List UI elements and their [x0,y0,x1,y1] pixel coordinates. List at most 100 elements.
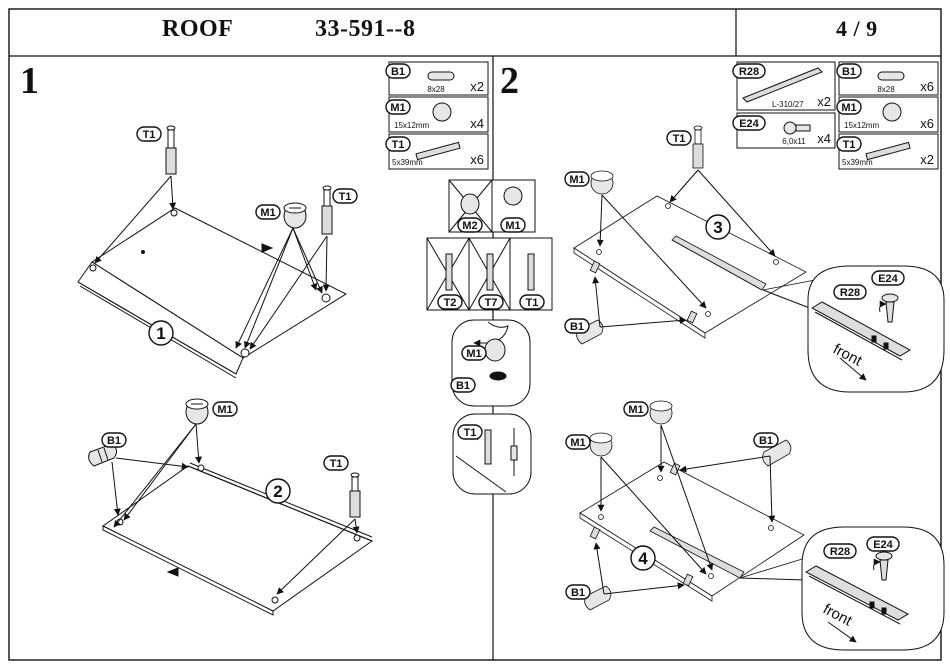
drawer-runner-icon [742,67,823,103]
part-label-t1: T1 [323,455,349,471]
cam-lock-icon [649,400,673,425]
svg-text:T1: T1 [464,427,477,439]
cam-bolt-icon [165,125,177,175]
cam-lock-icon [589,432,613,457]
svg-text:E24: E24 [873,539,893,551]
screw-icon [879,293,899,323]
part-label-b1: B1 [450,377,476,393]
product-name: ROOF [162,16,234,42]
svg-text:T1: T1 [143,129,156,141]
svg-text:R28: R28 [739,66,759,78]
svg-text:M1: M1 [390,102,405,114]
svg-text:M1: M1 [466,348,481,360]
cam-lock-icon [590,170,614,195]
part-label-m1: M1 [212,401,238,417]
svg-text:B1: B1 [107,435,121,447]
part-qty: x4 [817,131,831,146]
svg-text:M2: M2 [462,220,477,232]
cam-bolt-icon [865,141,911,161]
part-label-m2: M2 [457,217,483,233]
svg-text:R28: R28 [830,546,850,558]
svg-text:B1: B1 [456,380,470,392]
dowel-icon [877,71,905,81]
part-size: 5x39mm [842,158,873,167]
svg-text:M1: M1 [841,102,856,114]
svg-text:T7: T7 [485,297,498,309]
svg-text:T2: T2 [444,297,457,309]
svg-text:T1: T1 [673,133,686,145]
svg-text:M1: M1 [628,404,643,416]
svg-text:T1: T1 [843,139,856,151]
svg-text:1: 1 [156,324,165,343]
svg-text:B1: B1 [571,587,585,599]
part-size: 5x39mm [392,158,423,167]
part-label-e24: E24 [871,270,905,286]
svg-text:2: 2 [273,482,282,501]
cam-lock-icon [432,102,452,122]
assembly-callout-1: 1 [148,320,174,346]
part-label-r28: R28 [732,63,766,79]
svg-text:3: 3 [713,218,722,237]
svg-text:E24: E24 [878,273,898,285]
step-1-number: 1 [20,60,39,102]
svg-text:B1: B1 [570,321,584,333]
cam-lock-icon [882,102,902,122]
svg-text:M1: M1 [570,437,585,449]
part-label-m1: M1 [255,204,281,220]
cam-bolt-icon [692,125,704,169]
svg-text:B1: B1 [391,66,405,78]
svg-text:M1: M1 [569,174,584,186]
dowel-icon [584,585,612,611]
part-label-t2: T2 [437,294,463,310]
cam-lock-icon [283,202,307,229]
panel-2-diagram [88,398,374,616]
part-label-t7: T7 [478,294,504,310]
part-label-t1: T1 [519,294,545,310]
cam-bolt-icon [321,185,333,235]
part-size: 8x28 [427,85,445,94]
svg-text:B1: B1 [842,66,856,78]
part-label-t1: T1 [332,188,358,204]
parts-table-step-2 [736,61,939,170]
svg-text:M1: M1 [260,207,275,219]
step-2-number: 2 [500,60,519,102]
svg-text:T1: T1 [330,458,343,470]
part-label-t1: T1 [457,424,483,440]
part-qty: x4 [470,116,484,131]
part-label-m1: M1 [836,99,862,115]
part-label-t1: T1 [385,136,411,152]
part-label-b1: B1 [565,584,591,600]
part-size: 15x12mm [394,121,429,130]
screw-icon [873,551,893,581]
svg-text:T1: T1 [526,297,539,309]
part-label-b1: B1 [753,432,779,448]
part-label-b1: B1 [385,63,411,79]
part-qty: x2 [470,79,484,94]
part-qty: x2 [920,152,934,167]
part-label-r28: R28 [823,543,857,559]
part-label-m1: M1 [564,171,590,187]
cam-bolt-icon [349,472,361,518]
part-size: 8x28 [877,85,895,94]
panel-1-diagram [77,125,348,379]
part-label-b1: B1 [564,318,590,334]
part-label-e24: E24 [732,115,766,131]
cam-insert-tip [451,319,531,407]
part-label-m1: M1 [500,217,526,233]
part-qty: x6 [470,152,484,167]
svg-text:M1: M1 [217,404,232,416]
part-qty: x2 [817,94,831,109]
part-label-b1: B1 [101,432,127,448]
part-label-t1: T1 [836,136,862,152]
part-label-m1: M1 [461,345,487,361]
svg-text:E24: E24 [739,118,759,130]
part-size: 6,0x11 [782,137,806,146]
dowel-icon [576,319,604,345]
svg-text:B1: B1 [759,435,773,447]
panel-4-diagram [579,400,813,611]
part-label-e24: E24 [866,536,900,552]
